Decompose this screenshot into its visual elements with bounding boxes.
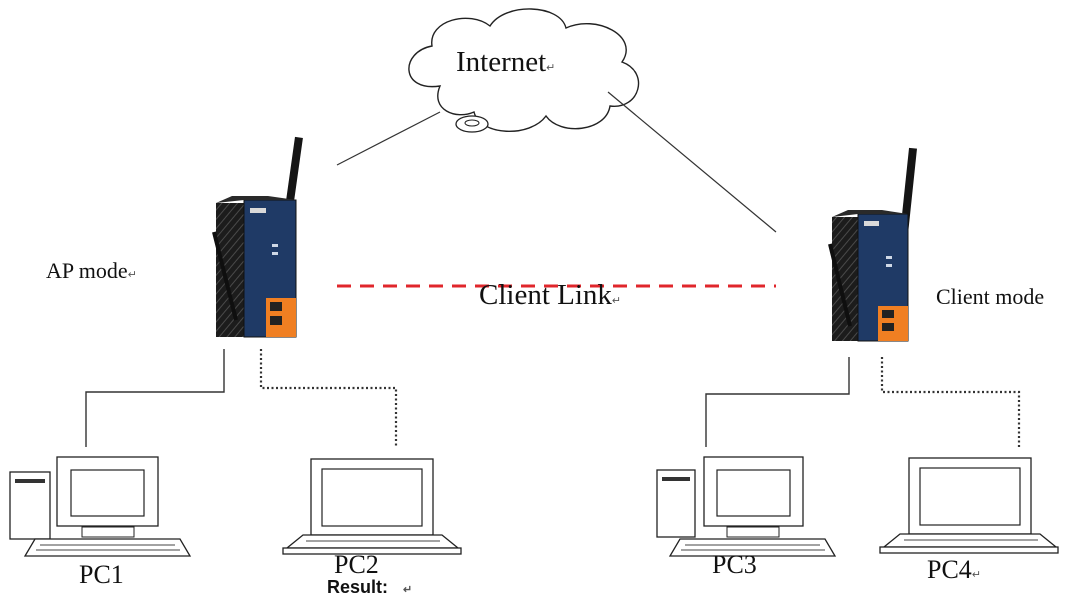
ap-mode-label-text: AP mode (46, 258, 128, 283)
client-wireless-link-pc4 (880, 357, 1021, 447)
internet-uplink-client (607, 91, 777, 233)
client-link-label-text: Client Link (479, 279, 612, 311)
wireless-router-icon (212, 136, 303, 338)
ap-wired-link-pc1 (85, 349, 225, 447)
return-mark: ↵ (611, 295, 622, 307)
pc3-label-text: PC3 (712, 550, 757, 579)
laptop-icon (879, 457, 1059, 554)
result-heading-text: Result: (327, 577, 389, 595)
return-mark: ↵ (127, 269, 137, 281)
laptop-icon (282, 458, 462, 555)
desktop-computer-icon (9, 456, 192, 557)
ap-wireless-link-pc2 (259, 349, 398, 447)
internet-label-text: Internet (456, 46, 547, 78)
pc2-label-text: PC2 (334, 550, 379, 579)
pc1-label-text: PC1 (79, 560, 124, 589)
client-mode-label-text: Client mode (936, 284, 1045, 309)
client-link-label: Client Link↵ (479, 281, 621, 310)
ap-mode-label: AP mode↵ (46, 260, 137, 282)
return-mark: ↵ (971, 569, 982, 581)
client-mode-label: Client mode (936, 286, 1044, 308)
client-wired-link-pc3 (705, 357, 850, 447)
pc4-label: PC4↵ (927, 557, 981, 583)
result-heading: Result: ↵ (327, 578, 412, 595)
internet-uplink-ap (336, 111, 441, 166)
pc3-label: PC3 (712, 552, 757, 578)
return-mark: ↵ (546, 62, 556, 74)
pc2-label: PC2 (334, 552, 379, 578)
pc4-label-text: PC4 (927, 555, 972, 584)
internet-label: Internet↵ (456, 48, 555, 77)
pc1-label: PC1 (79, 562, 124, 588)
desktop-computer-icon (656, 456, 837, 557)
return-mark: ↵ (403, 584, 413, 595)
wireless-router-icon (828, 147, 917, 342)
cloud-icon (408, 8, 640, 133)
